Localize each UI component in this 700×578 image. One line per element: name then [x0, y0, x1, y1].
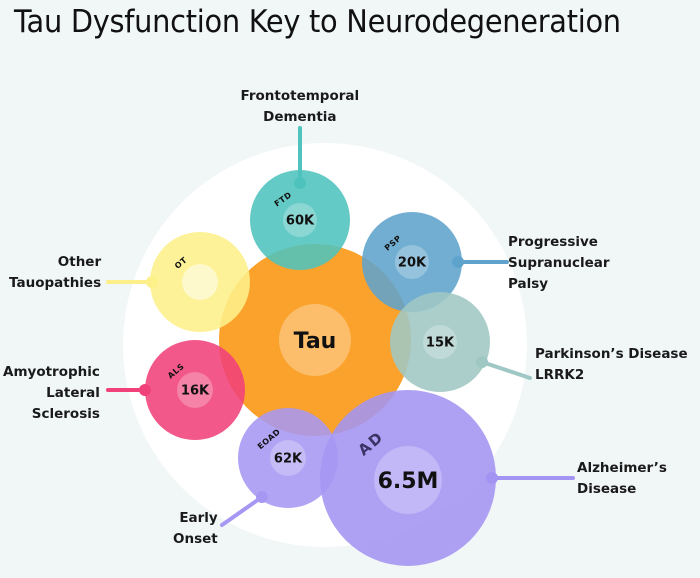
ftd-value-pill	[283, 203, 317, 237]
label-line: Dementia	[263, 109, 337, 125]
ad-circle	[320, 390, 496, 566]
label-line: Sclerosis	[31, 406, 100, 422]
tau-circle	[219, 244, 411, 436]
label-line: Frontotemporal	[240, 88, 360, 104]
label-line: Other	[57, 254, 102, 270]
tau-label: Tau	[294, 329, 337, 354]
pd-value-pill	[423, 325, 457, 359]
tau-pill	[279, 304, 351, 376]
ad-value: 6.5M	[378, 469, 439, 494]
als-circle	[145, 340, 245, 440]
als-value: 16K	[181, 384, 210, 399]
pd-connector	[480, 360, 532, 380]
label-line: Early	[179, 510, 218, 526]
label-line: Disease	[577, 481, 637, 497]
label-line: Onset	[173, 531, 218, 547]
psp-value: 20K	[398, 256, 427, 271]
ftd-value: 60K	[286, 214, 315, 229]
chart-title: Tau Dysfunction Key to Neurodegeneration	[14, 4, 621, 40]
eoad-connector	[220, 495, 264, 527]
ad-value-pill	[374, 446, 442, 514]
label-line: Palsy	[508, 276, 549, 292]
eoad-value: 62K	[274, 452, 303, 467]
psp-circle	[362, 212, 462, 312]
ftd-circle	[250, 170, 350, 270]
label-line: Lateral	[46, 385, 100, 401]
als-value-pill	[177, 372, 213, 408]
pd-value: 15K	[426, 336, 455, 351]
label-line: Alzheimer’s	[577, 460, 667, 476]
label-line: Tauopathies	[9, 275, 102, 291]
eoad-value-pill	[270, 440, 306, 476]
ot-value-pill	[182, 264, 218, 300]
label-line: Amyotrophic	[3, 364, 100, 380]
psp-value-pill	[395, 245, 429, 279]
label-line: Parkinson’s Disease	[535, 346, 688, 362]
label-line: Progressive	[508, 234, 598, 250]
eoad-circle	[238, 408, 338, 508]
label-line: Supranuclear	[508, 255, 610, 271]
pd-circle	[390, 292, 490, 392]
label-line: LRRK2	[535, 367, 585, 383]
